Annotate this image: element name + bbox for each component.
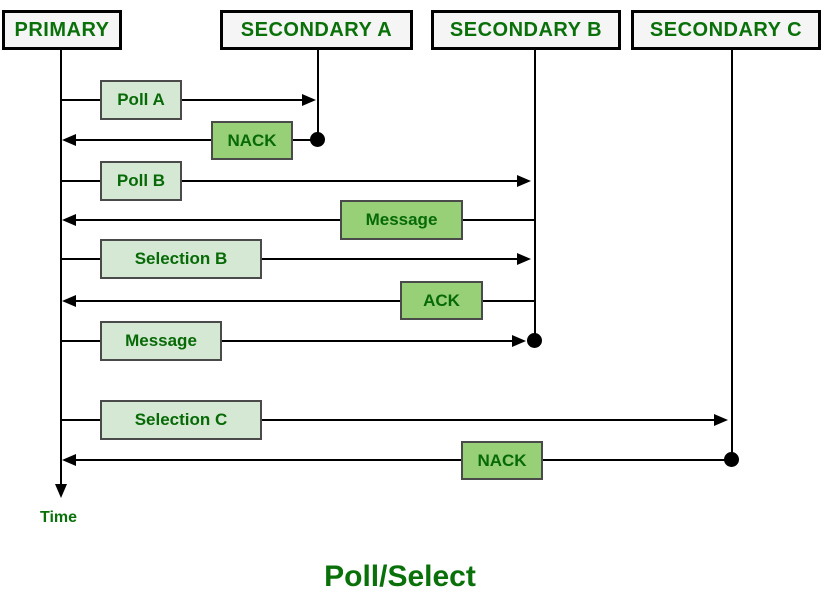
ack-arrowhead-icon: [62, 295, 76, 307]
message-primary-to-b-arrowhead-icon: [512, 335, 526, 347]
selection-b-line: [61, 258, 519, 260]
message-b-to-primary-line: [66, 219, 535, 221]
poll-a-box: Poll A: [100, 80, 182, 120]
selection-c-arrowhead-icon: [714, 414, 728, 426]
poll-a-label: Poll A: [117, 90, 165, 109]
secondary-a-lifeline: [317, 50, 319, 140]
station-primary-label: PRIMARY: [14, 18, 110, 41]
secondary-c-lifeline: [731, 50, 733, 460]
station-secondary-a: SECONDARY A: [220, 10, 413, 50]
poll-b-box: Poll B: [100, 161, 182, 201]
message-b-to-primary-box: Message: [340, 200, 463, 240]
station-primary: PRIMARY: [2, 10, 122, 50]
selection-c-line: [61, 419, 716, 421]
station-secondary-b-label: SECONDARY B: [449, 18, 603, 41]
nack-a-origin-dot: [310, 132, 325, 147]
poll-a-arrowhead-icon: [302, 94, 316, 106]
poll-b-arrowhead-icon: [517, 175, 531, 187]
nack-a-label: NACK: [227, 130, 277, 150]
ack-label: ACK: [423, 290, 460, 310]
station-secondary-c-label: SECONDARY C: [649, 18, 803, 41]
message-primary-to-b-end-dot: [527, 333, 542, 348]
nack-c-arrowhead-icon: [62, 454, 76, 466]
station-secondary-b: SECONDARY B: [431, 10, 621, 50]
station-secondary-a-label: SECONDARY A: [240, 18, 393, 41]
poll-b-line: [61, 180, 519, 182]
message-b-to-primary-label: Message: [365, 210, 438, 229]
selection-b-box: Selection B: [100, 239, 262, 279]
selection-c-label: Selection C: [134, 410, 228, 429]
nack-c-label: NACK: [477, 450, 527, 470]
time-arrowhead-icon: [55, 484, 67, 498]
secondary-b-lifeline: [534, 50, 536, 341]
poll-a-line: [61, 99, 306, 101]
diagram-title: Poll/Select: [324, 560, 476, 593]
message-primary-to-b-line: [61, 340, 523, 342]
message-b-arrowhead-icon: [62, 214, 76, 226]
selection-c-box: Selection C: [100, 400, 262, 440]
selection-b-arrowhead-icon: [517, 253, 531, 265]
nack-c-origin-dot: [724, 452, 739, 467]
nack-a-line: [66, 139, 318, 141]
message-primary-to-b-label: Message: [125, 331, 197, 350]
ack-line: [66, 300, 535, 302]
nack-c-box: NACK: [461, 441, 543, 480]
message-primary-to-b-box: Message: [100, 321, 222, 361]
time-axis-label: Time: [40, 509, 78, 526]
nack-a-arrowhead-icon: [62, 134, 76, 146]
nack-a-box: NACK: [211, 121, 293, 160]
poll-b-label: Poll B: [116, 171, 166, 190]
selection-b-label: Selection B: [134, 249, 228, 268]
nack-c-line: [66, 459, 732, 461]
ack-box: ACK: [400, 281, 483, 320]
station-secondary-c: SECONDARY C: [631, 10, 821, 50]
primary-lifeline: [60, 50, 62, 486]
